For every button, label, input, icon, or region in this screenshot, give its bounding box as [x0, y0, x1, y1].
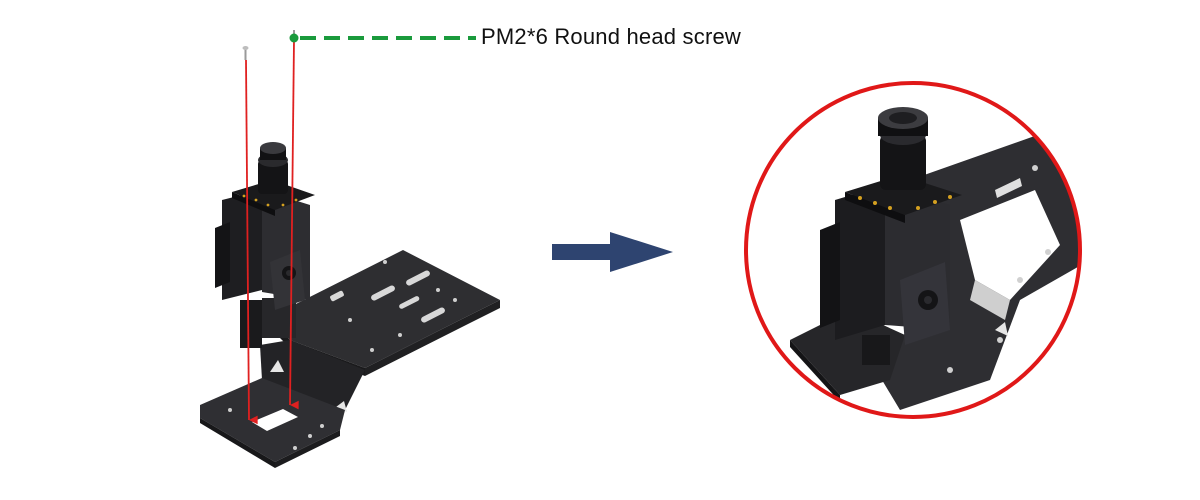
guide-line-left — [245, 59, 258, 425]
left-assembly — [200, 30, 500, 468]
camera-bracket — [215, 190, 310, 348]
direction-arrow — [552, 232, 673, 272]
base-plate — [200, 378, 345, 468]
callout-dot — [289, 33, 299, 43]
detail-view — [744, 81, 1082, 419]
screw-callout-label: PM2*6 Round head screw — [481, 24, 741, 49]
detail-circle-border — [744, 81, 1082, 419]
guide-line-right — [289, 39, 299, 410]
camera-module — [232, 142, 315, 216]
screw-left — [242, 46, 249, 60]
